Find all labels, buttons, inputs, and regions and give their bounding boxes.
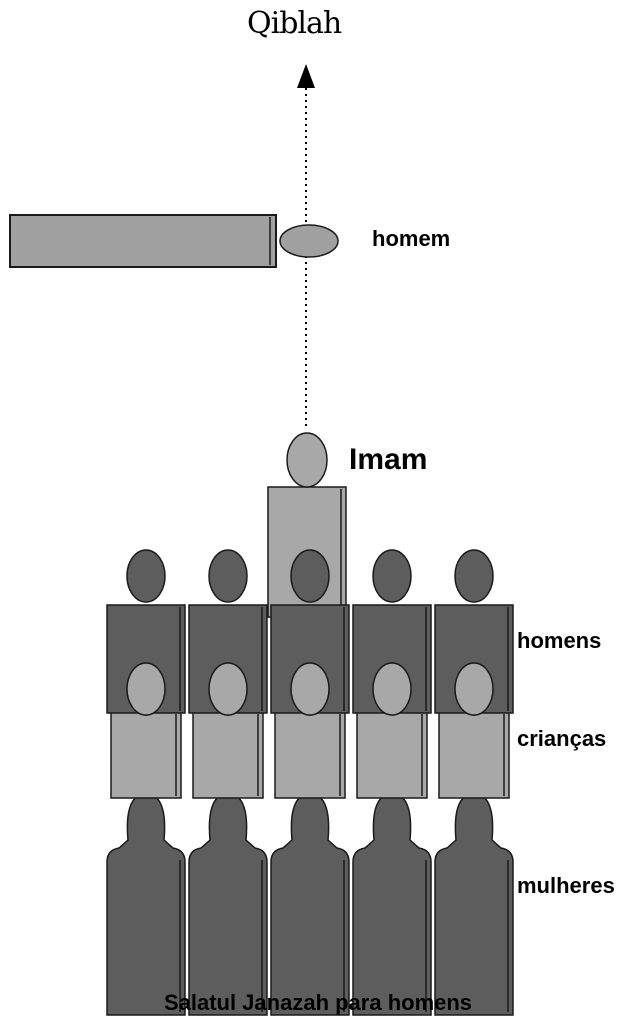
child-figure-body — [192, 711, 264, 799]
qiblah-arrow-head — [297, 64, 315, 88]
homens-row-label: homens — [517, 628, 602, 653]
woman-figure — [434, 792, 514, 1016]
woman-figure — [188, 792, 268, 1016]
man-figure-head — [372, 549, 412, 603]
man-figure-head — [126, 549, 166, 603]
diagram-caption: Salatul Janazah para homens — [163, 990, 473, 1015]
imam-label: Imam — [349, 443, 428, 476]
bier — [9, 214, 277, 268]
child-figure-head — [126, 662, 166, 716]
man-figure-head — [454, 549, 494, 603]
woman-figure — [352, 792, 432, 1016]
woman-figure — [106, 792, 186, 1016]
criancas-row-label: crianças — [517, 726, 607, 751]
man-figure-head — [208, 549, 248, 603]
qiblah-label: Qiblah — [247, 6, 342, 41]
mulheres-row-label: mulheres — [517, 873, 615, 898]
child-figure-body — [438, 711, 510, 799]
child-figure-body — [274, 711, 346, 799]
deceased-head — [279, 224, 339, 258]
homem-label: homem — [372, 226, 451, 251]
child-figure-head — [208, 662, 248, 716]
child-figure-head — [454, 662, 494, 716]
child-figure-head — [372, 662, 412, 716]
man-figure-head — [290, 549, 330, 603]
child-figure-body — [356, 711, 428, 799]
child-figure-body — [110, 711, 182, 799]
child-figure-head — [290, 662, 330, 716]
woman-figure — [270, 792, 350, 1016]
